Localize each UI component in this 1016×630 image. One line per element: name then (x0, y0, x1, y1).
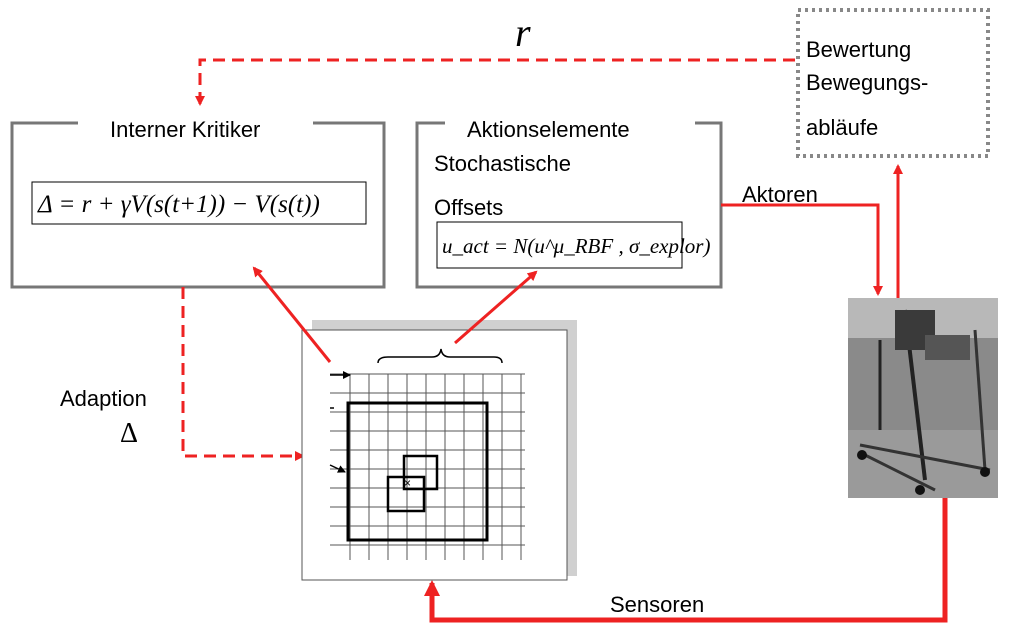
evaluation-line-2: Bewegungs- (806, 70, 928, 95)
critic-title: Interner Kritiker (110, 117, 260, 142)
grid-inner-square-1 (402, 454, 439, 491)
critic-formula: Δ = r + γV(s(t+1)) − V(s(t)) (37, 191, 320, 218)
action-formula: u_act = N(u^μ_RBF , σ_explor) (442, 234, 710, 258)
grid-to-action-arrow (454, 270, 538, 345)
critic-formula-frame (31, 181, 367, 225)
action-box: Aktionselemente Stochastische Offsets u_… (415, 117, 723, 289)
action-formula-frame (436, 221, 683, 269)
evaluation-line-1: Bewertung (806, 37, 911, 62)
action-line-3: Offsets (434, 195, 503, 220)
critic-box: Interner Kritiker Δ = r + γV(s(t+1)) − V… (10, 117, 386, 289)
action-line-2: Stochastische (434, 151, 571, 176)
adaption-delta: Δ (120, 418, 138, 449)
actuator-label: Aktoren (742, 182, 818, 207)
reward-feedback-arrow (195, 58, 795, 106)
sensor-label: Sensoren (610, 592, 704, 617)
sensor-arrow (424, 498, 948, 623)
action-title: Aktionselemente (467, 117, 630, 142)
grid-image: × (301, 320, 577, 581)
grid-inner-square-2 (386, 475, 426, 513)
evaluation-box: Bewertung Bewegungs- abläufe (796, 8, 990, 158)
grid-bold-region (346, 401, 489, 542)
grid-center-marker: × (404, 476, 411, 490)
grid-to-critic-arrow (252, 266, 332, 363)
evaluation-line-3: abläufe (806, 115, 878, 140)
actuator-arrow (721, 203, 883, 296)
grid-arrow-3 (329, 464, 346, 473)
adaption-arrow (181, 287, 305, 461)
adaption-label: Adaption (60, 386, 147, 411)
reward-symbol: r (515, 10, 531, 55)
grid-brace (377, 348, 503, 364)
robot-photo (848, 298, 998, 498)
grid-lines (330, 373, 525, 560)
